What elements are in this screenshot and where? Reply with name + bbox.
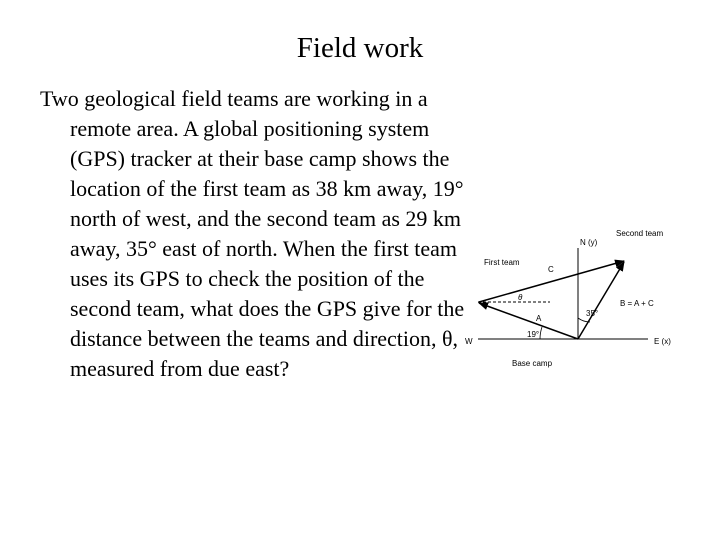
problem-text: Two geological field teams are working i… xyxy=(40,86,465,381)
vector-c-label: C xyxy=(548,265,554,274)
slide-title: Field work xyxy=(296,32,424,64)
north-axis-label: N (y) xyxy=(580,238,598,247)
vector-c-arrow xyxy=(478,259,625,303)
angle-19-label: 19° xyxy=(527,330,539,339)
east-axis-label: E (x) xyxy=(654,337,671,346)
vector-a-label: A xyxy=(536,314,542,323)
theta-label: θ xyxy=(518,293,523,302)
vector-b-label: B = A + C xyxy=(620,299,654,308)
vector-a-arrow xyxy=(478,302,579,340)
angle-19-arc xyxy=(539,326,543,340)
angle-35-label: 35° xyxy=(586,309,598,318)
vector-b-arrow xyxy=(577,261,625,340)
second-team-label: Second team xyxy=(616,229,663,238)
west-label: W xyxy=(465,337,473,346)
base-camp-label: Base camp xyxy=(512,359,553,368)
first-team-label: First team xyxy=(484,258,520,267)
angle-35-arc xyxy=(577,317,591,323)
